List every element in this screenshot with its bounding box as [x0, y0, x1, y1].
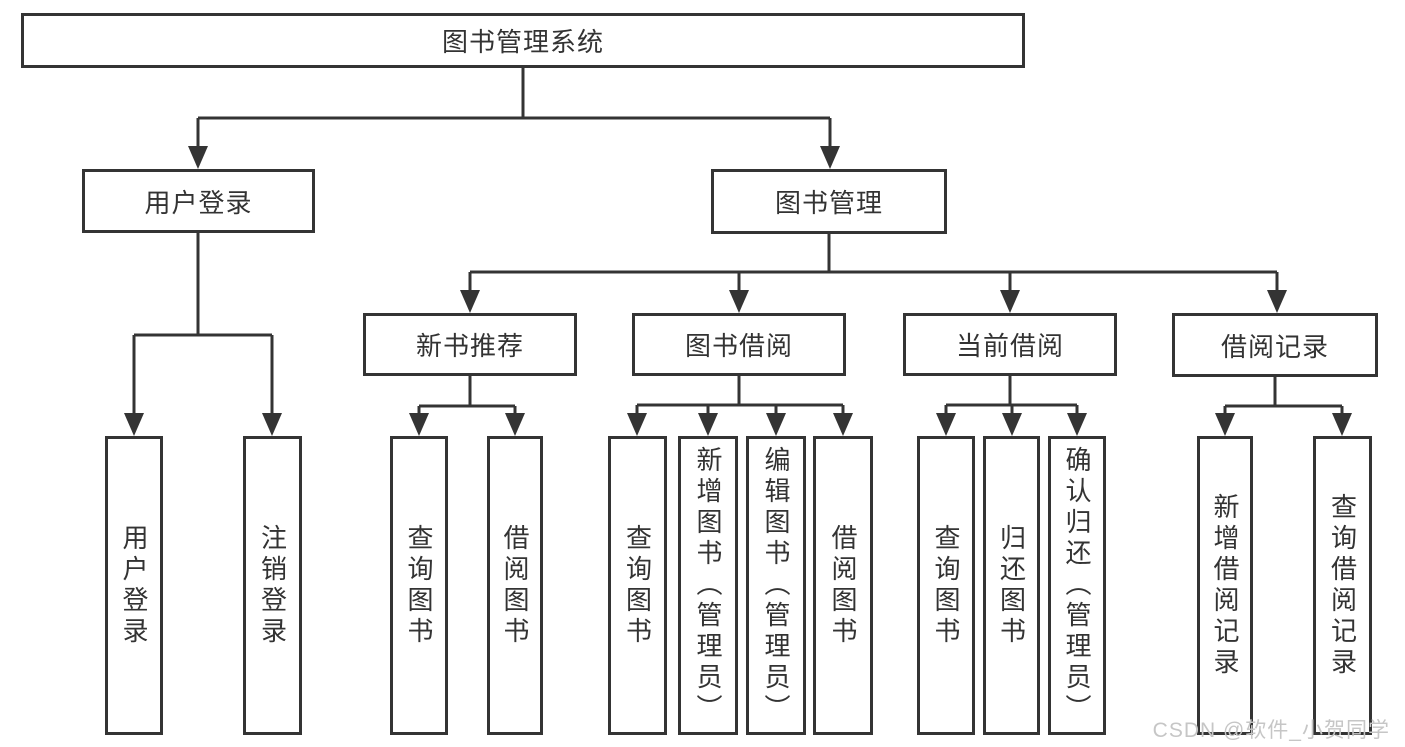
- node-current-borrowing: 当前借阅: [903, 313, 1117, 376]
- leaf-logout: 注销登录: [243, 436, 302, 735]
- node-label: 用户登录: [144, 187, 253, 218]
- node-user-login: 用户登录: [82, 169, 315, 233]
- node-label: 新书推荐: [415, 331, 524, 361]
- leaf-query-borrow-record: 查询借阅记录: [1313, 436, 1372, 735]
- node-label: 查询图书: [622, 523, 653, 648]
- node-label: 图书管理系统: [441, 27, 604, 57]
- leaf-confirm-return-admin: 确认归还（管理员）: [1048, 436, 1106, 735]
- node-label: 当前借阅: [955, 331, 1064, 361]
- node-label: 注销登录: [257, 523, 288, 648]
- node-label: 用户登录: [119, 523, 149, 648]
- node-label: 图书借阅: [684, 331, 793, 361]
- leaf-edit-books-admin: 编辑图书（管理员）: [746, 436, 806, 735]
- leaf-add-books-admin: 新增图书（管理员）: [678, 436, 738, 735]
- node-book-management: 图书管理: [711, 169, 947, 234]
- node-label: 归还图书: [996, 523, 1027, 648]
- leaf-query-books-borrowing: 查询图书: [608, 436, 667, 735]
- leaf-user-login: 用户登录: [105, 436, 163, 735]
- node-label: 编辑图书（管理员）: [761, 446, 791, 725]
- node-borrowing-records: 借阅记录: [1172, 313, 1378, 377]
- node-label: 借阅图书: [828, 523, 858, 648]
- leaf-borrow-books-borrowing: 借阅图书: [813, 436, 873, 735]
- node-root: 图书管理系统: [21, 13, 1025, 68]
- leaf-query-books-current: 查询图书: [917, 436, 975, 735]
- node-label: 查询图书: [931, 523, 961, 648]
- node-label: 查询图书: [404, 523, 434, 648]
- node-label: 借阅图书: [500, 523, 530, 648]
- watermark-text: CSDN @软件_小贺同学: [1152, 719, 1390, 742]
- leaf-query-books-recommend: 查询图书: [390, 436, 448, 735]
- node-label: 借阅记录: [1220, 331, 1329, 362]
- node-label: 确认归还（管理员）: [1062, 446, 1092, 725]
- leaf-return-books: 归还图书: [983, 436, 1040, 735]
- leaf-add-borrow-record: 新增借阅记录: [1197, 436, 1253, 735]
- node-new-book-recommendation: 新书推荐: [363, 313, 577, 376]
- leaf-borrow-books-recommend: 借阅图书: [487, 436, 543, 735]
- node-label: 新增借阅记录: [1210, 492, 1240, 679]
- node-label: 查询借阅记录: [1327, 492, 1358, 679]
- node-label: 图书管理: [774, 188, 883, 218]
- node-book-borrowing: 图书借阅: [632, 313, 846, 376]
- node-label: 新增图书（管理员）: [693, 446, 723, 725]
